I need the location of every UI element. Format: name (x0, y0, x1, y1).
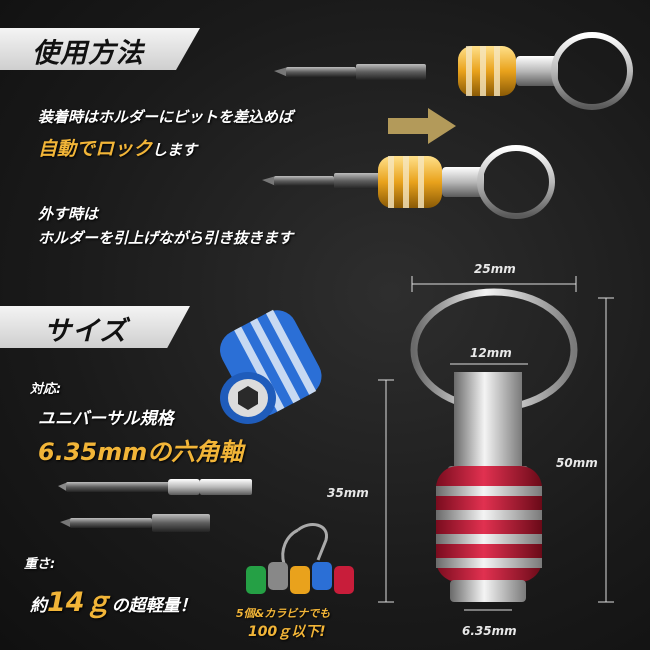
holder-blue-closeup (220, 309, 322, 424)
weight-suffix: の超軽量！ (111, 596, 197, 616)
dim-hex-size: 6.35mm (462, 624, 517, 638)
dim-ring-width: 25mm (474, 262, 516, 276)
weight-text: 約14ｇの超軽量！ (30, 580, 197, 619)
dim-total-height: 50mm (556, 456, 598, 470)
set-illustration (246, 523, 354, 594)
usage-line-2: 自動でロックします (38, 134, 197, 161)
size-banner: サイズ (0, 306, 190, 348)
arrow-icon (388, 108, 456, 144)
usage-banner: 使用方法 (0, 28, 200, 70)
compat-line-1: ユニバーサル規格 (38, 409, 174, 429)
compat-line-2: 6.35mmの六角軸 (38, 438, 244, 466)
usage-line-3: 外す時は (38, 205, 99, 223)
weight-label: 重さ: (24, 557, 56, 572)
usage-line-2-rest: します (152, 141, 198, 159)
set-note-2: 100ｇ以下! (248, 624, 326, 640)
usage-title: 使用方法 (32, 38, 144, 69)
dim-ring-inner: 12mm (470, 346, 512, 360)
set-note-1: 5個&カラビナでも (236, 607, 331, 620)
usage-line-4: ホルダーを引上げながら引き抜きます (38, 229, 294, 247)
holder-gold-top (458, 32, 633, 110)
weight-prefix: 約 (30, 596, 47, 616)
bit-illustration-top (274, 64, 426, 80)
weight-value: 14ｇ (47, 587, 112, 618)
holder-red-dimension-diagram (378, 276, 614, 611)
holder-gold-with-bit (262, 145, 555, 219)
usage-highlight: 自動でロック (38, 138, 153, 160)
bits-illustration (58, 479, 252, 532)
dim-body-height: 35mm (327, 486, 369, 500)
size-title: サイズ (44, 316, 128, 347)
compat-label: 対応: (30, 382, 62, 397)
usage-line-1: 装着時はホルダーにビットを差込めば (38, 108, 294, 126)
